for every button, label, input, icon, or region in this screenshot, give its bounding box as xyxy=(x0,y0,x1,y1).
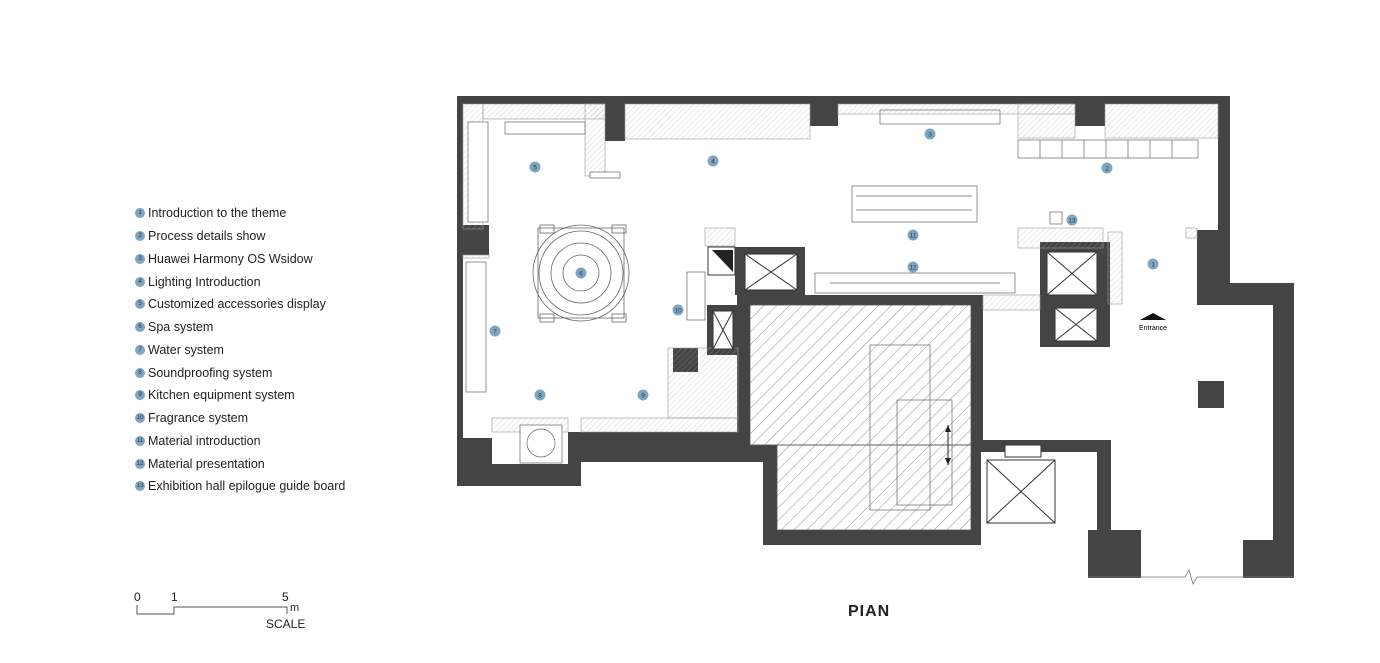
marker-circle xyxy=(907,229,919,241)
marker-circle xyxy=(529,161,541,173)
legend-label: Kitchen equipment system xyxy=(148,388,295,403)
plan-marker-9: 9 xyxy=(637,389,649,401)
plan-marker-4: 4 xyxy=(707,155,719,167)
spa-pool xyxy=(532,224,630,323)
legend-label: Soundproofing system xyxy=(148,365,273,380)
marker-badge: 4 xyxy=(135,276,145,287)
marker-circle xyxy=(637,389,649,401)
marker-badge: 5 xyxy=(135,299,145,310)
marker-number: 5 xyxy=(533,164,537,171)
marker-number: 1 xyxy=(1151,261,1155,268)
entrance-label: Entrance xyxy=(1139,325,1167,332)
legend-label: Water system xyxy=(148,342,224,357)
entrance-marker: Entrance xyxy=(1139,313,1167,332)
marker-badge: 6 xyxy=(135,322,145,333)
elevator-shafts xyxy=(707,246,1098,524)
plan-marker-7: 7 xyxy=(489,325,501,337)
plan-marker-10: 10 xyxy=(672,304,684,316)
marker-number: 13 xyxy=(1068,217,1076,224)
marker-number: 6 xyxy=(579,270,583,277)
marker-circle xyxy=(907,261,919,273)
scale-tick-5: 5 xyxy=(282,590,289,604)
plan-marker-1: 1 xyxy=(1147,258,1159,270)
plan-marker-6: 6 xyxy=(575,267,587,279)
scale-tick-0: 0 xyxy=(134,590,141,604)
marker-badge: 2 xyxy=(135,231,145,242)
legend-label: Material introduction xyxy=(148,433,261,448)
marker-circle xyxy=(707,155,719,167)
marker-number: 4 xyxy=(711,158,715,165)
marker-number: 9 xyxy=(641,392,645,399)
plan-marker-2: 2 xyxy=(1101,162,1113,174)
scale-line xyxy=(136,605,288,615)
marker-circle xyxy=(575,267,587,279)
marker-badge: 8 xyxy=(135,367,145,378)
marker-number: 7 xyxy=(493,328,497,335)
marker-circle xyxy=(1147,258,1159,270)
display-fixtures xyxy=(465,109,1199,464)
plan-title: PIAN xyxy=(848,603,891,620)
property-line xyxy=(1088,568,1294,586)
marker-circle xyxy=(672,304,684,316)
plan-marker-8: 8 xyxy=(534,389,546,401)
marker-badge: 10 xyxy=(135,413,145,424)
marker-circle xyxy=(1066,214,1078,226)
marker-badge: 7 xyxy=(135,344,145,355)
marker-badge: 1 xyxy=(135,208,145,219)
marker-number: 2 xyxy=(1105,165,1109,172)
marker-badge: 13 xyxy=(135,481,145,492)
legend-label: Customized accessories display xyxy=(148,297,326,312)
legend-label: Introduction to the theme xyxy=(148,206,287,221)
scale-label: SCALE xyxy=(266,617,306,631)
plan-marker-12: 12 xyxy=(907,261,919,273)
legend-label: Process details show xyxy=(148,229,266,244)
marker-badge: 12 xyxy=(135,458,145,469)
marker-circle xyxy=(489,325,501,337)
legend-label: Spa system xyxy=(148,320,214,335)
marker-number: 10 xyxy=(674,307,682,314)
legend-label: Huawei Harmony OS Wsidow xyxy=(148,251,313,266)
marker-badge: 3 xyxy=(135,253,145,264)
marker-number: 3 xyxy=(928,131,932,138)
scale-bar: 0 1 5 m SCALE xyxy=(130,590,330,635)
plan-marker-3: 3 xyxy=(924,128,936,140)
stairwell xyxy=(749,304,972,531)
marker-badge: 11 xyxy=(135,435,145,446)
legend-label: Material presentation xyxy=(148,456,265,471)
plan-marker-13: 13 xyxy=(1066,214,1078,226)
marker-circle xyxy=(1101,162,1113,174)
marker-badge: 9 xyxy=(135,390,145,401)
marker-number: 8 xyxy=(538,392,542,399)
marker-number: 12 xyxy=(909,264,917,271)
marker-circle xyxy=(924,128,936,140)
plan-marker-11: 11 xyxy=(907,229,919,241)
plan-marker-5: 5 xyxy=(529,161,541,173)
scale-tick-1: 1 xyxy=(171,590,178,604)
legend-label: Exhibition hall epilogue guide board xyxy=(148,479,346,494)
scale-unit: m xyxy=(290,602,300,614)
marker-circle xyxy=(534,389,546,401)
marker-number: 11 xyxy=(910,232,917,239)
legend-label: Lighting Introduction xyxy=(148,274,261,289)
legend-label: Fragrance system xyxy=(148,411,249,426)
